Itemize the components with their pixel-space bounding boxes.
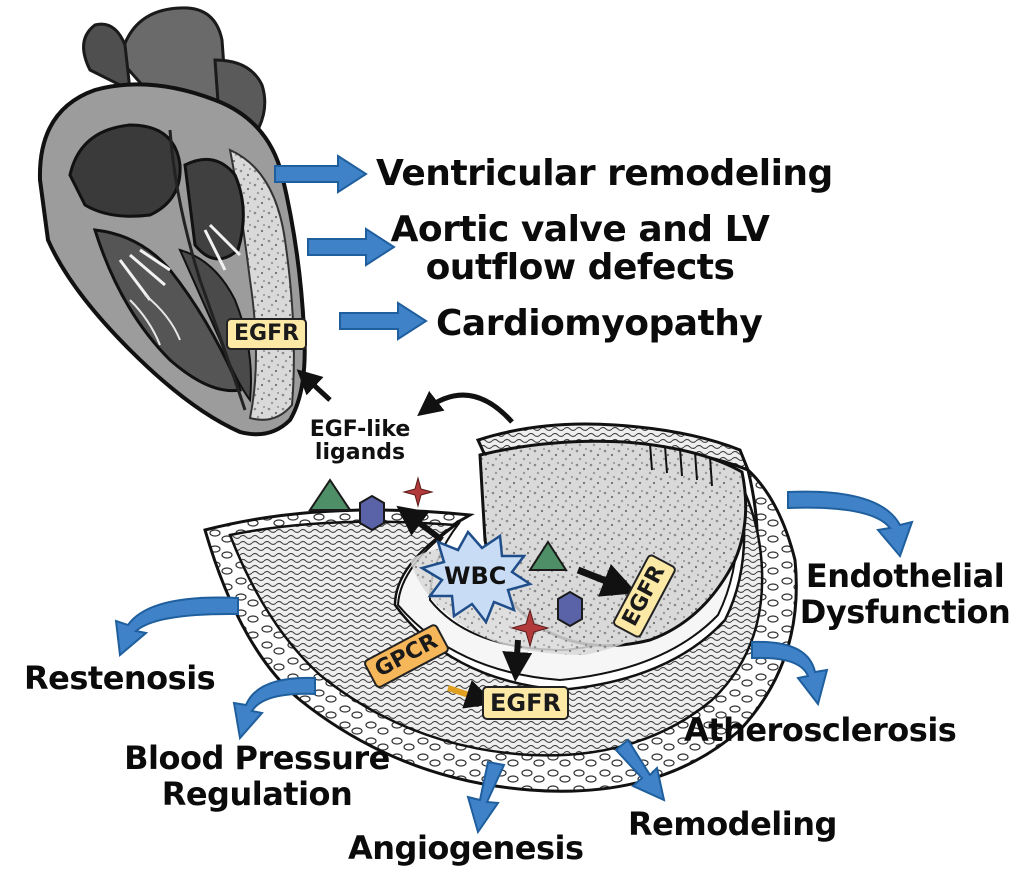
arrow-gpcr-to-egfr <box>447 680 496 709</box>
arrow-to-heart-egfr <box>296 369 332 402</box>
arrow-to-wall-egfr <box>576 564 638 597</box>
angiogenesis-label: Angiogenesis <box>348 829 584 867</box>
arrow-endothelial <box>787 490 914 558</box>
atherosclerosis-label: Atherosclerosis <box>684 711 957 749</box>
vessel-hexagon-icon <box>557 590 583 628</box>
endothelial-line1: Endothelial <box>805 557 1005 595</box>
cardiomyopathy-label: Cardiomyopathy <box>436 303 763 344</box>
arrow-remodeling <box>614 738 666 802</box>
ventricular-remodeling-label: Ventricular remodeling <box>376 153 833 194</box>
ligand-hexagon-icon <box>359 494 385 532</box>
ligand-star-icon <box>402 476 434 508</box>
arrow-ligand-to-heart <box>417 390 514 424</box>
egf-like-ligands-label: EGF-like ligands <box>300 418 420 464</box>
blood-pressure-line1: Blood Pressure <box>124 739 390 777</box>
arrow-blood-pressure <box>232 676 316 741</box>
arrow-wbc-to-ligands <box>396 505 444 543</box>
blood-pressure-line2: Regulation <box>161 775 353 813</box>
vessel-star-icon <box>510 608 550 648</box>
vessel-triangle-icon <box>528 540 568 571</box>
blood-vessel-illustration <box>203 422 798 793</box>
egf-like-line1: EGF-like <box>309 417 411 442</box>
heart-egfr-label: EGFR <box>226 318 308 351</box>
remodeling-label: Remodeling <box>628 805 837 843</box>
wbc-starburst-icon <box>418 529 533 625</box>
blood-pressure-regulation-label: Blood Pressure Regulation <box>112 742 402 810</box>
aortic-valve-line1: Aortic valve and LV <box>390 209 770 250</box>
restenosis-label: Restenosis <box>24 659 216 697</box>
arrow-angiogenesis <box>466 760 506 835</box>
arrow-atherosclerosis <box>751 640 829 707</box>
endothelial-line2: Dysfunction <box>799 593 1011 631</box>
egf-like-line2: ligands <box>314 440 406 466</box>
aortic-valve-line2: outflow defects <box>425 247 735 288</box>
wbc-label: WBC <box>444 562 507 590</box>
arrow-to-bottom-egfr <box>502 639 533 682</box>
arrow-aortic <box>307 227 396 267</box>
heart-illustration <box>37 6 307 437</box>
endothelial-dysfunction-label: Endothelial Dysfunction <box>790 560 1020 628</box>
arrow-cardiomyopathy <box>339 301 428 341</box>
arrow-restenosis <box>114 596 239 657</box>
ligand-triangle-icon <box>308 478 352 511</box>
aortic-valve-label: Aortic valve and LV outflow defects <box>390 212 770 286</box>
vessel-bottom-egfr-label: EGFR <box>482 686 569 721</box>
arrow-ventricular <box>274 154 368 194</box>
